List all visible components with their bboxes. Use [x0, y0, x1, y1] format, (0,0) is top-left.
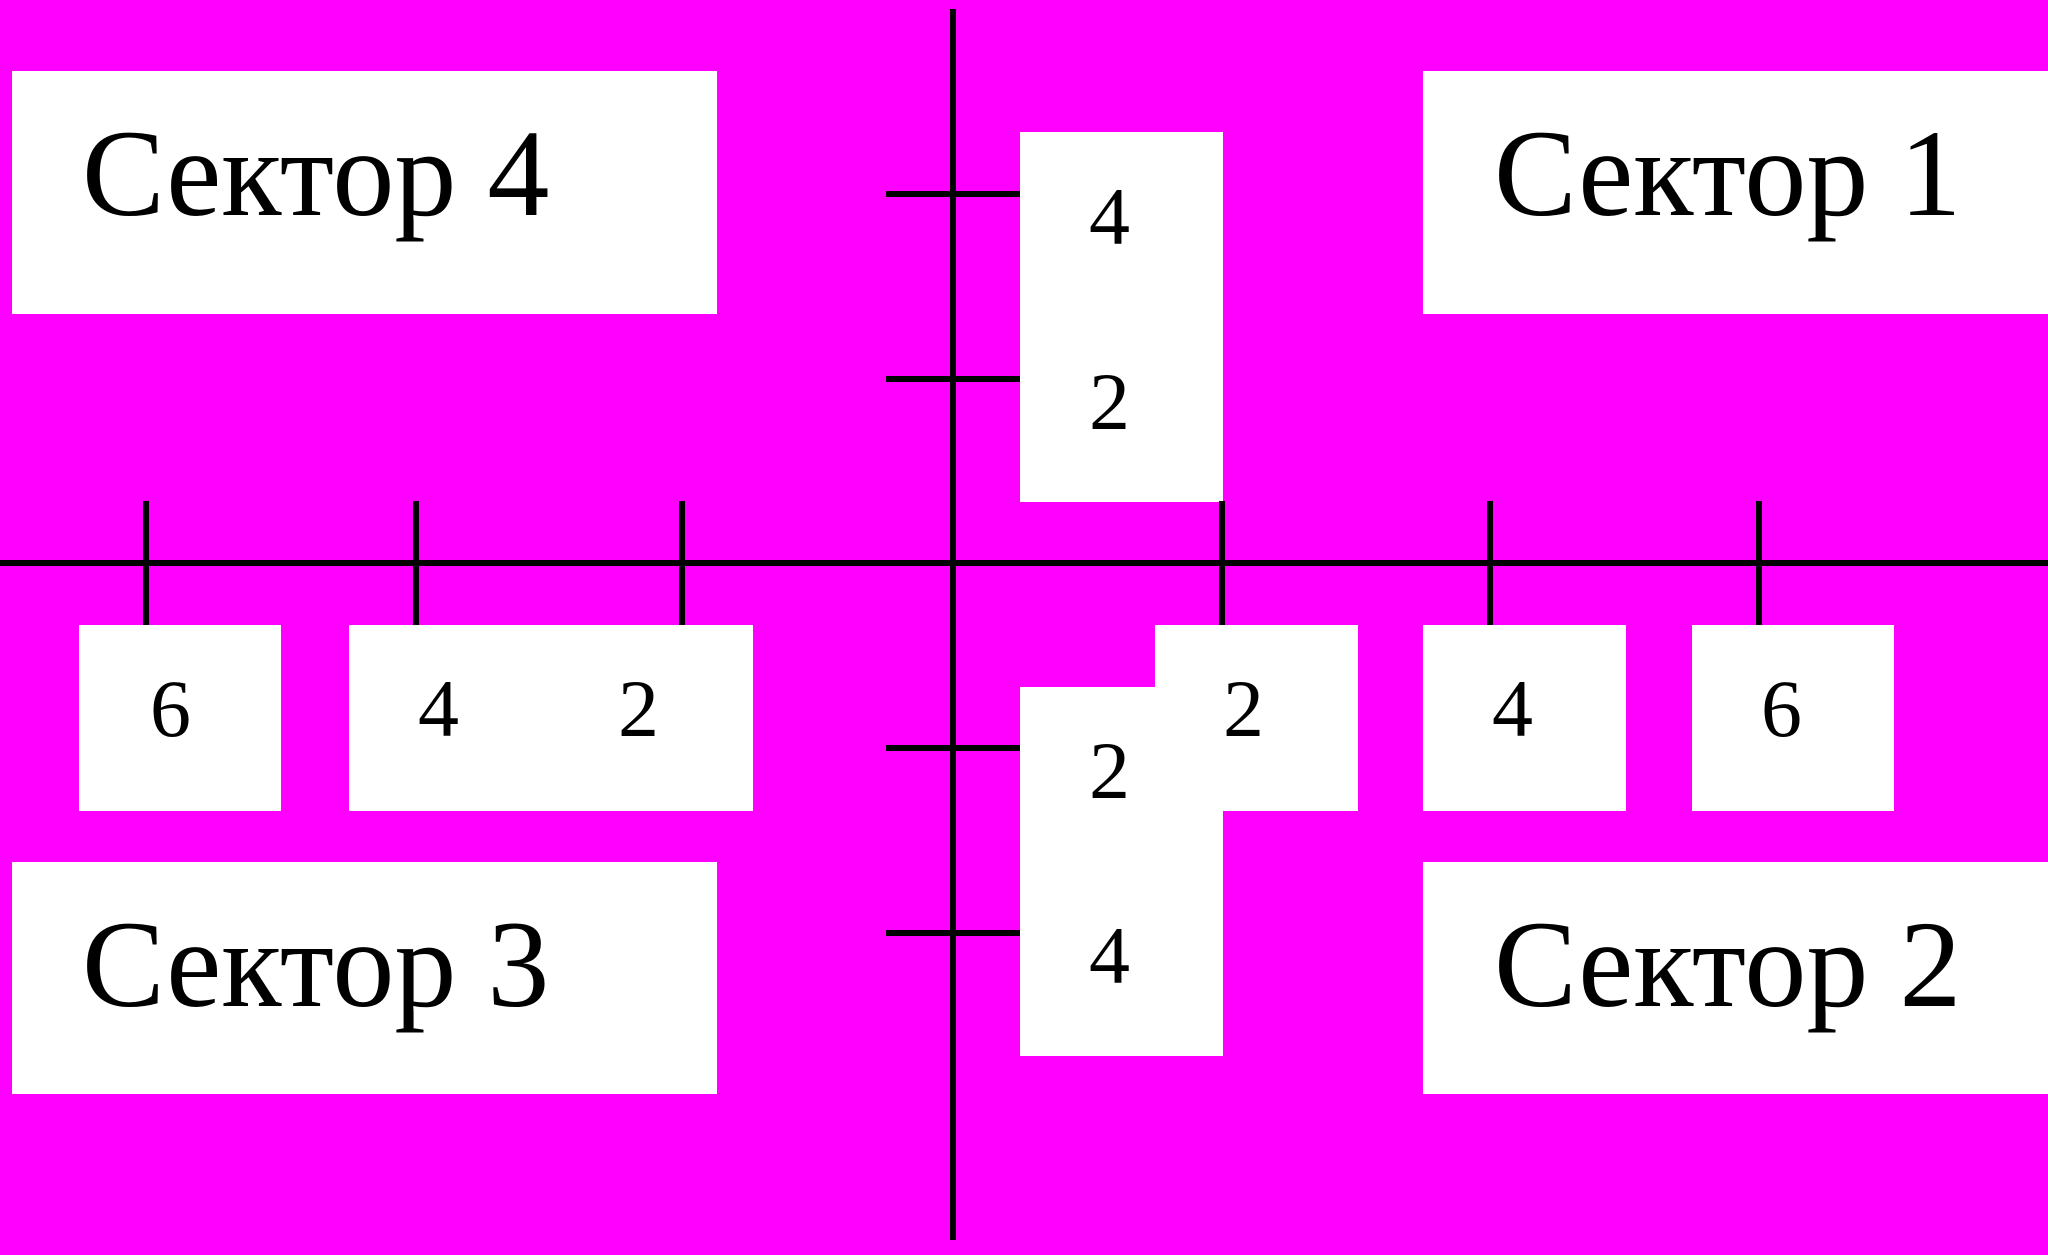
x-tick-left-6 [143, 501, 149, 625]
x-right-label-box-1 [1155, 625, 1358, 811]
x-tick-label-right-2: 2 [1223, 663, 1264, 754]
sector-1-box [1423, 71, 2048, 314]
x-axis [0, 560, 2048, 566]
x-right-label-box-3 [1692, 625, 1894, 811]
x-tick-label-right-4: 4 [1492, 663, 1533, 754]
x-tick-label-right-6: 6 [1761, 663, 1802, 754]
x-left-label-box-2 [349, 625, 753, 811]
y-tick-down-4 [886, 930, 1020, 936]
x-right-label-box-2 [1423, 625, 1626, 811]
sector-4-box [12, 71, 717, 314]
y-tick-label-down-4: 4 [1089, 910, 1130, 1001]
x-tick-right-4 [1487, 501, 1493, 625]
y-tick-label-up-2: 2 [1089, 356, 1130, 447]
x-tick-label-left-6: 6 [150, 663, 191, 754]
sector-2-box [1423, 862, 2048, 1094]
sector-3-box [12, 862, 717, 1094]
y-axis [950, 9, 956, 1240]
y-up-labels-box [1020, 132, 1223, 502]
sector-4-label: Сектор 4 [82, 105, 550, 242]
y-tick-up-4 [886, 191, 1020, 197]
x-left-label-box-1 [79, 625, 281, 811]
sector-3-label: Сектор 3 [82, 896, 550, 1033]
sector-1-label: Сектор 1 [1494, 105, 1962, 242]
x-tick-label-left-2: 2 [618, 663, 659, 754]
x-tick-right-6 [1756, 501, 1762, 625]
x-tick-left-4 [413, 501, 419, 625]
y-tick-down-2 [886, 745, 1020, 751]
x-tick-label-left-4: 4 [418, 663, 459, 754]
sector-2-label: Сектор 2 [1494, 896, 1962, 1033]
x-tick-left-2 [679, 501, 685, 625]
y-tick-label-up-4: 4 [1089, 171, 1130, 262]
y-tick-label-down-2: 2 [1089, 725, 1130, 816]
x-tick-right-2 [1219, 501, 1225, 625]
y-tick-up-2 [886, 376, 1020, 382]
